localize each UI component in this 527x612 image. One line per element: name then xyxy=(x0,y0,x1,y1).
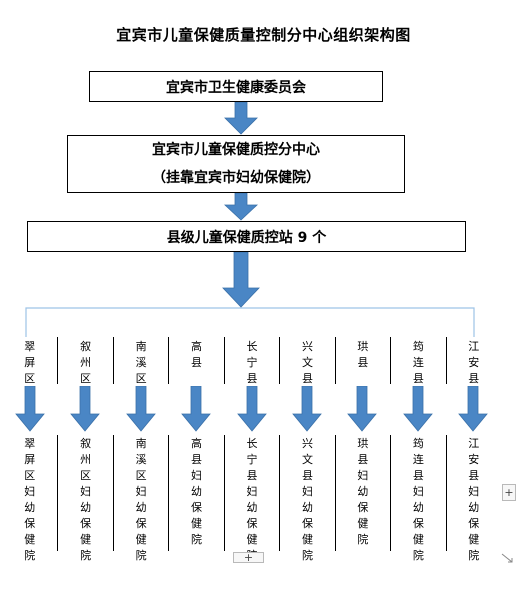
region-cell: 翠屏区 xyxy=(2,337,58,385)
arrow-down-icon xyxy=(14,386,45,432)
arrow-down-icon xyxy=(222,252,260,308)
arrow-down-icon xyxy=(292,386,322,432)
health-commission-box: 宜宾市卫生健康委员会 xyxy=(89,71,383,102)
region-label: 珙县 xyxy=(357,340,369,369)
resize-handle-icon[interactable] xyxy=(500,552,514,564)
health-commission-label: 宜宾市卫生健康委员会 xyxy=(166,79,306,96)
hospital-label: 高县妇幼保健院 xyxy=(191,437,203,546)
hospital-cell: 翠屏区妇幼保健院 xyxy=(2,435,58,562)
hospital-cell: 珙县妇幼保健院 xyxy=(334,435,391,551)
county-stations-label: 县级儿童保健质控站 9 个 xyxy=(166,229,327,246)
arrow-down-icon xyxy=(347,386,378,432)
arrow-down-icon xyxy=(125,386,156,432)
hospital-cell: 长宁县妇幼保健院 xyxy=(223,435,280,562)
arrow-down-icon xyxy=(70,386,101,432)
region-cell: 珙县 xyxy=(334,337,391,384)
region-cell: 江安县 xyxy=(445,337,501,385)
region-cell: 兴文县 xyxy=(279,337,335,385)
region-label: 长宁县 xyxy=(246,340,258,385)
hospital-label: 珙县妇幼保健院 xyxy=(357,437,369,546)
region-label: 叙州区 xyxy=(80,340,92,385)
arrow-down-icon xyxy=(458,386,489,432)
arrow-down-icon xyxy=(402,386,433,432)
hospital-cell: 高县妇幼保健院 xyxy=(168,435,224,551)
hospital-cell: 兴文县妇幼保健院 xyxy=(279,435,335,562)
quality-center-title: 宜宾市儿童保健质控分中心 xyxy=(152,142,320,158)
region-cell: 叙州区 xyxy=(57,337,113,385)
region-label: 翠屏区 xyxy=(24,340,36,385)
hospital-label: 筠连县妇幼保健院 xyxy=(412,437,424,562)
arrow-down-icon xyxy=(181,386,211,432)
hospital-label: 翠屏区妇幼保健院 xyxy=(24,437,36,562)
region-cell: 南溪区 xyxy=(112,337,169,385)
hospital-cell: 叙州区妇幼保健院 xyxy=(57,435,113,562)
connector-line xyxy=(25,307,475,337)
hospital-label: 南溪区妇幼保健院 xyxy=(135,437,147,562)
region-label: 兴文县 xyxy=(301,340,313,385)
region-cell: 高县 xyxy=(168,337,224,384)
region-label: 江安县 xyxy=(468,340,480,385)
arrow-down-icon xyxy=(224,102,258,135)
hospital-label: 兴文县妇幼保健院 xyxy=(301,437,313,562)
region-label: 筠连县 xyxy=(412,340,424,385)
arrow-down-icon xyxy=(224,193,258,221)
hospital-cell: 南溪区妇幼保健院 xyxy=(112,435,169,562)
expand-right-button[interactable]: + xyxy=(502,484,516,501)
arrow-down-icon xyxy=(236,386,267,432)
expand-bottom-button[interactable]: + xyxy=(233,552,264,563)
hospital-cell: 江安县妇幼保健院 xyxy=(445,435,501,562)
hospital-label: 江安县妇幼保健院 xyxy=(468,437,480,562)
hospital-label: 叙州区妇幼保健院 xyxy=(80,437,92,562)
quality-center-box: 宜宾市儿童保健质控分中心 （挂靠宜宾市妇幼保健院） xyxy=(67,135,405,193)
county-stations-box: 县级儿童保健质控站 9 个 xyxy=(27,221,466,252)
hospital-label: 长宁县妇幼保健院 xyxy=(246,437,258,562)
region-label: 南溪区 xyxy=(135,340,147,385)
hospital-cell: 筠连县妇幼保健院 xyxy=(390,435,446,562)
region-cell: 筠连县 xyxy=(390,337,446,385)
region-cell: 长宁县 xyxy=(223,337,280,385)
page-title: 宜宾市儿童保健质量控制分中心组织架构图 xyxy=(116,26,411,44)
quality-center-subtitle: （挂靠宜宾市妇幼保健院） xyxy=(152,170,320,186)
region-label: 高县 xyxy=(191,340,203,369)
